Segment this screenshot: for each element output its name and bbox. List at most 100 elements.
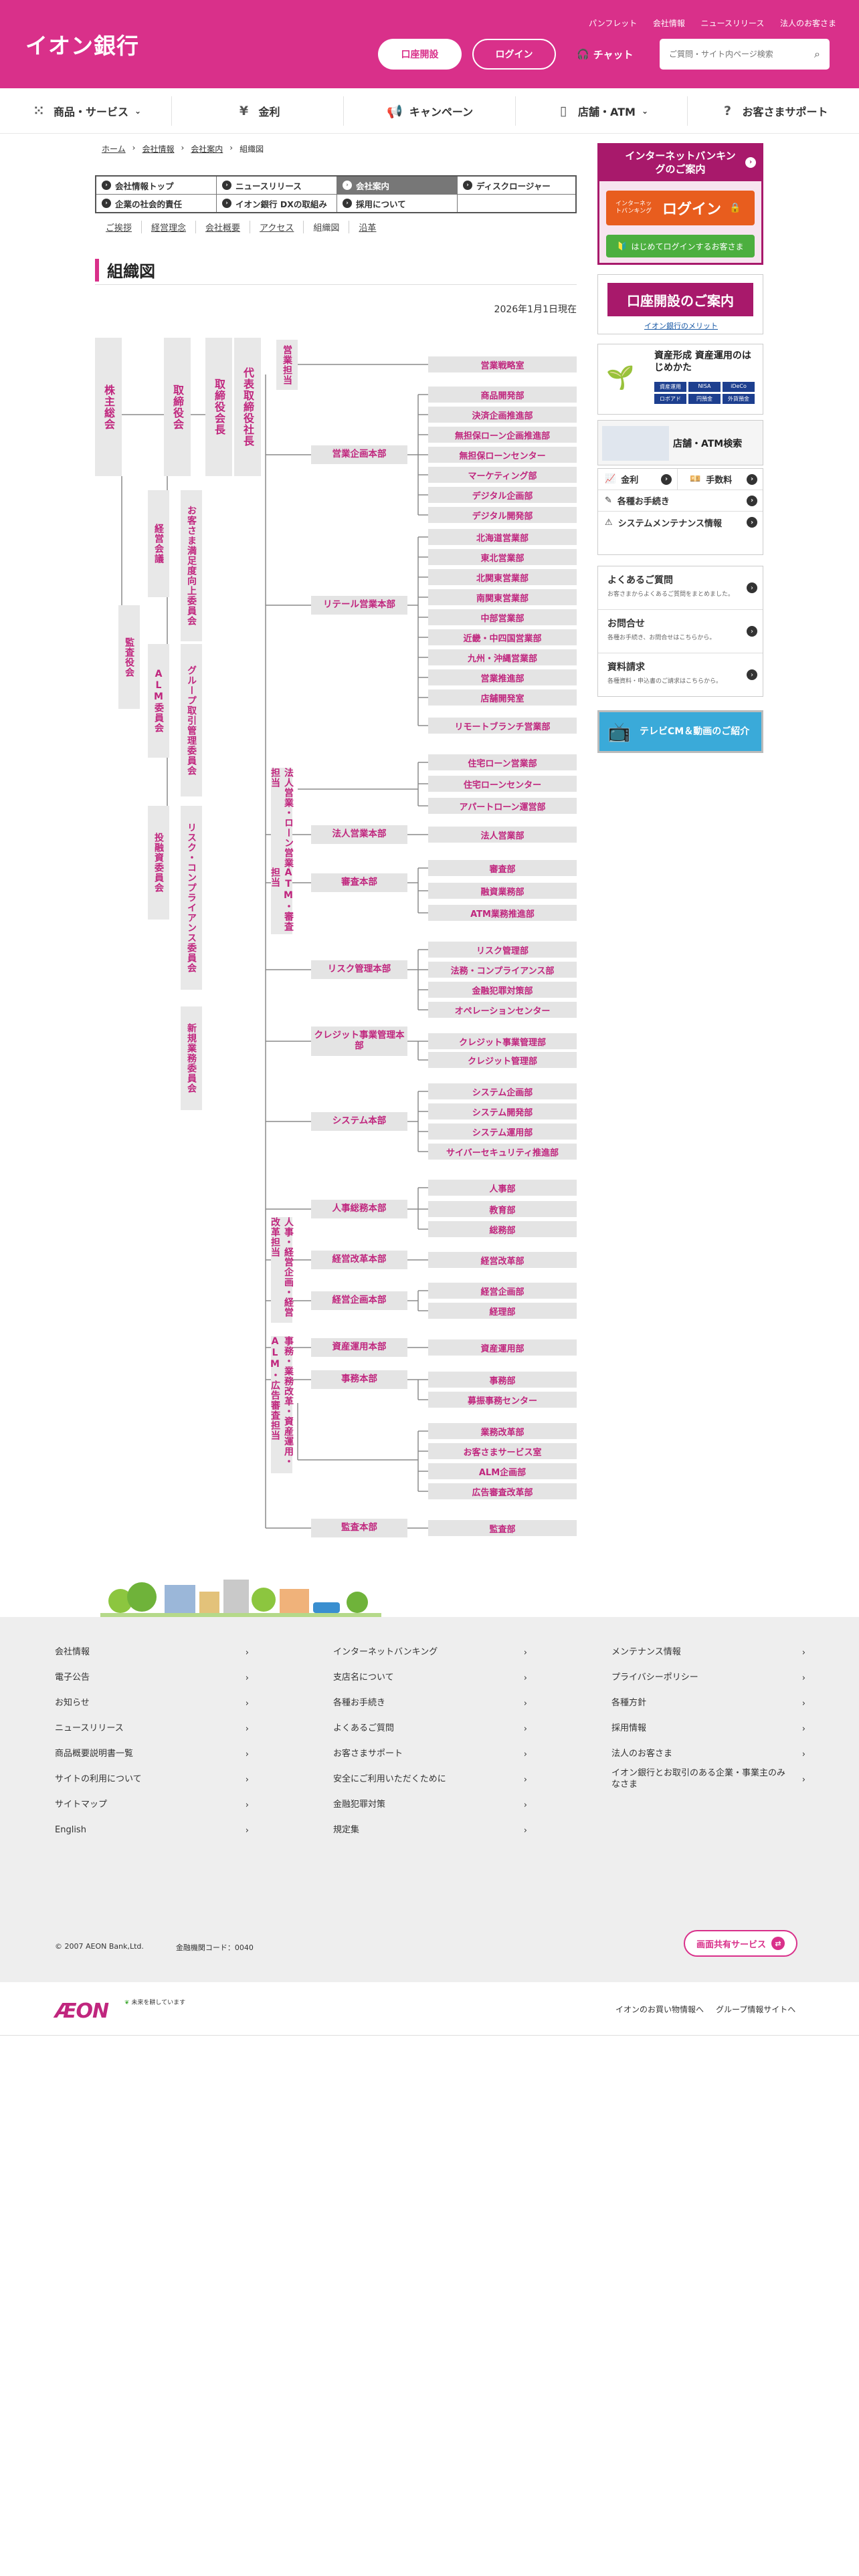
footer-link[interactable]: サイトマップ› <box>55 1792 249 1818</box>
footer-link-label: お知らせ <box>55 1697 90 1708</box>
org-chairman: 取締役会長 <box>205 338 232 476</box>
shopping-link[interactable]: イオンのお買い物情報へ <box>615 2005 704 2014</box>
footer-link[interactable]: 法人のお客さま› <box>611 1741 805 1767</box>
support-icon: ? <box>723 104 731 118</box>
footer-link[interactable]: 商品概要説明書一覧› <box>55 1741 249 1767</box>
footer-link[interactable]: お客さまサポート› <box>333 1741 527 1767</box>
ib-title[interactable]: インターネットバンキングのご案内› <box>599 145 761 181</box>
ib-first-login-button[interactable]: 🔰はじめてログインするお客さま <box>606 235 755 257</box>
brochure-link[interactable]: 資料請求各種資料・申込書のご請求はこちらから。› <box>598 653 763 697</box>
footer-link[interactable]: イオン銀行とお取引のある企業・事業主のみなさま› <box>611 1767 805 1792</box>
nav-campaign[interactable]: 📢キャンペーン <box>344 96 516 126</box>
nav-support[interactable]: ?お客さまサポート <box>688 96 859 126</box>
footer-link[interactable]: 各種お手続き› <box>333 1691 527 1716</box>
bank-code: 金融機関コード：0040 <box>175 1943 254 1952</box>
map-icon <box>602 426 669 461</box>
footer-link[interactable]: 電子公告› <box>55 1665 249 1691</box>
footer-link[interactable]: 会社情報› <box>55 1640 249 1665</box>
division-d1: リテール営業本部 <box>311 596 407 615</box>
top-link-company[interactable]: 会社情報 <box>652 19 685 28</box>
account-open-button[interactable]: 口座開設のご案内 <box>607 283 753 316</box>
asset-tag: iDeCo <box>723 382 755 392</box>
subnav-recruit[interactable]: ›採用について <box>337 195 458 212</box>
footer-link[interactable]: 規定集› <box>333 1818 527 1843</box>
org-president: 代表取締役社長 <box>234 338 261 476</box>
dept-d0-5: デジタル企画部 <box>428 487 577 503</box>
quick-maintenance[interactable]: ⚠システムメンテナンス情報› <box>598 512 763 533</box>
screen-share-button[interactable]: 画面共有サービス⇄ <box>684 1930 797 1957</box>
quick-rates[interactable]: 📈金利› <box>598 468 678 490</box>
chevron-right-icon: › <box>343 181 352 190</box>
footer-link-label: 支店名について <box>333 1672 394 1683</box>
breadcrumb-company[interactable]: 会社情報 <box>142 144 175 154</box>
subnav-empty <box>458 195 575 212</box>
footer-link[interactable]: 金融犯罪対策› <box>333 1792 527 1818</box>
org-board-of-directors: 取締役会 <box>164 338 191 476</box>
footer-link[interactable]: 支店名について› <box>333 1665 527 1691</box>
dept-d6-2: システム運用部 <box>428 1123 577 1140</box>
subnav-csr[interactable]: ›企業の社会的責任 <box>96 195 217 212</box>
quick-procedures[interactable]: ✎各種お手続き› <box>598 490 763 512</box>
ib-login-button[interactable]: インターネットバンキングログイン🔒 <box>606 191 755 225</box>
top-link-corporate[interactable]: 法人のお客さま <box>779 19 836 28</box>
inquiry-link[interactable]: お問合せ各種お手続き、お問合せはこちらから。› <box>598 610 763 653</box>
org-group-transaction-committee: グループ取引管理委員会 <box>181 644 202 796</box>
aeon-bank-logo[interactable]: イオン銀行 <box>25 33 139 59</box>
footer-link[interactable]: 各種方針› <box>611 1691 805 1716</box>
global-nav: ⁙商品・サービス⌄ ¥金利 📢キャンペーン ▯店舗・ATM⌄ ?お客さまサポート <box>0 88 859 134</box>
link-philosophy[interactable]: 経営理念 <box>142 221 197 233</box>
nav-atm[interactable]: ▯店舗・ATM⌄ <box>516 96 688 126</box>
login-button[interactable]: ログイン <box>472 39 556 70</box>
top-link-pamphlet[interactable]: パンフレット <box>589 19 638 28</box>
footer-link[interactable]: ニュースリリース› <box>55 1716 249 1741</box>
nav-products[interactable]: ⁙商品・サービス⌄ <box>0 96 172 126</box>
subnav-dx[interactable]: ›イオン銀行 DXの取組み <box>217 195 337 212</box>
link-access[interactable]: アクセス <box>250 221 304 233</box>
nav-label: キャンペーン <box>409 106 474 118</box>
footer-link[interactable]: インターネットバンキング› <box>333 1640 527 1665</box>
share-icon: ⇄ <box>771 1937 785 1950</box>
tv-text: テレビCM＆動画のご紹介 <box>640 726 750 737</box>
subnav-about[interactable]: ›会社案内 <box>337 177 458 194</box>
subnav-disclosure[interactable]: ›ディスクロージャー <box>458 177 575 194</box>
link-overview[interactable]: 会社概要 <box>196 221 251 233</box>
org-management-council: 経営会議 <box>148 490 169 597</box>
faq-link[interactable]: よくあるご質問お客さまからよくあるご質問をまとめました。› <box>598 566 763 610</box>
subnav-news[interactable]: ›ニュースリリース <box>217 177 337 194</box>
store-search-banner[interactable]: 店舗・ATM検索 <box>597 420 763 465</box>
footer-link[interactable]: 安全にご利用いただくために› <box>333 1767 527 1792</box>
link-history[interactable]: 沿革 <box>359 223 377 233</box>
dept-loan-1: 住宅ローンセンター <box>428 776 577 792</box>
asset-banner[interactable]: 🌱 資産形成 資産運用のはじめかた 資産運用 NISA iDeCo ロボアド 円… <box>597 344 763 415</box>
subnav-label: イオン銀行 DXの取組み <box>235 199 327 209</box>
subnav-company-top[interactable]: ›会社情報トップ <box>96 177 217 194</box>
org-officer-operations: 事務・業務改革・資産運用・ALM・広告審査担当 <box>270 1336 294 1473</box>
footer-link[interactable]: サイトの利用について› <box>55 1767 249 1792</box>
division-d10: 資産運用本部 <box>311 1338 407 1357</box>
tv-cm-banner[interactable]: 📺テレビCM＆動画のご紹介 <box>597 710 763 753</box>
top-link-news[interactable]: ニュースリリース <box>700 19 765 28</box>
open-account-button[interactable]: 口座開設 <box>378 39 462 70</box>
page-links: ご挨拶 経営理念 会社概要 アクセス 組織図 沿革 <box>106 221 385 233</box>
breadcrumb-about[interactable]: 会社案内 <box>191 144 223 154</box>
nav-rates[interactable]: ¥金利 <box>172 96 344 126</box>
footer-link[interactable]: プライバシーポリシー› <box>611 1665 805 1691</box>
page-title: 組織図 <box>95 255 577 285</box>
merit-link[interactable]: イオン銀行のメリット <box>644 322 718 330</box>
search-icon[interactable]: ⌕ <box>814 47 820 60</box>
dept-d12-0: 監査部 <box>428 1520 577 1536</box>
footer-link[interactable]: 採用情報› <box>611 1716 805 1741</box>
quick-fees[interactable]: 💴手数料› <box>683 469 763 490</box>
chat-button[interactable]: 🎧チャット <box>577 41 634 67</box>
search-input[interactable] <box>669 49 803 59</box>
group-link[interactable]: グループ情報サイトへ <box>716 2005 796 2014</box>
footer-link[interactable]: よくあるご質問› <box>333 1716 527 1741</box>
footer-link[interactable]: メンテナンス情報› <box>611 1640 805 1665</box>
breadcrumb-home[interactable]: ホーム <box>102 144 126 154</box>
breadcrumb-current: 組織図 <box>240 144 264 154</box>
subnav-label: 会社情報トップ <box>115 181 174 191</box>
link-greeting[interactable]: ご挨拶 <box>106 221 142 233</box>
footer-link[interactable]: English› <box>55 1818 249 1843</box>
footer-link[interactable]: お知らせ› <box>55 1691 249 1716</box>
aeon-logo[interactable]: ÆON <box>55 2000 109 2023</box>
